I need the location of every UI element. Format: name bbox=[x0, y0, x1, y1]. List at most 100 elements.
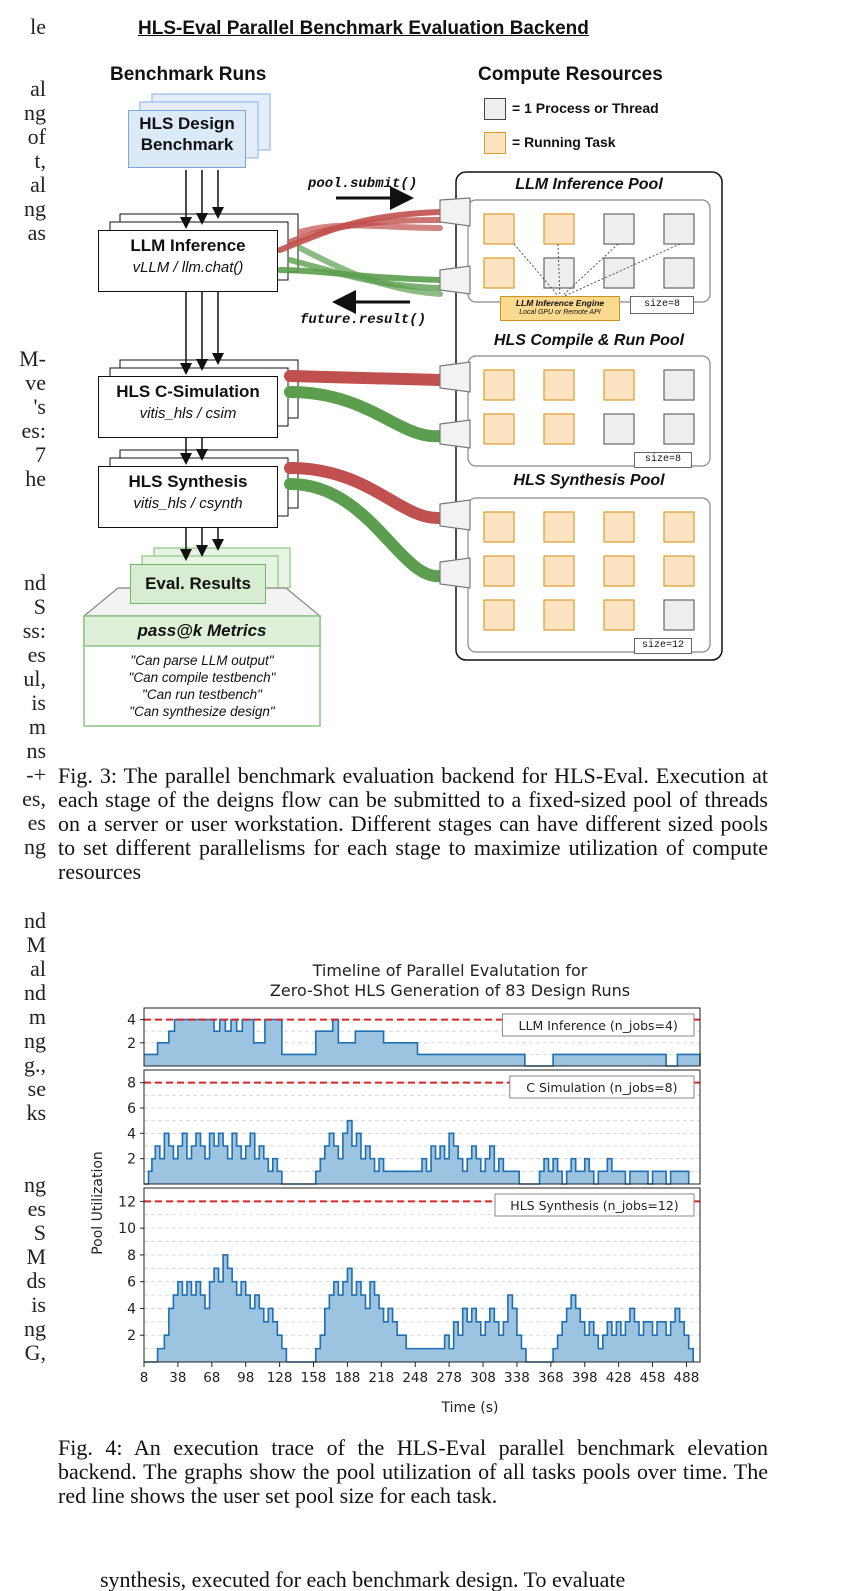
fig4-chart: Timeline of Parallel Evalutation for Zer… bbox=[90, 961, 701, 1416]
legend-label: LLM Inference (n_jobs=4) bbox=[519, 1018, 678, 1033]
engine-label: LLM Inference Engine bbox=[515, 298, 605, 308]
legend-label: C Simulation (n_jobs=8) bbox=[526, 1080, 677, 1095]
xtick-label: 38 bbox=[169, 1370, 186, 1386]
left-fragment: le bbox=[30, 14, 46, 39]
llm-inference-stage: LLM Inference vLLM / llm.chat() bbox=[98, 230, 278, 292]
ytick-label: 2 bbox=[127, 1036, 136, 1052]
xtick-label: 68 bbox=[203, 1370, 220, 1386]
xtick-label: 398 bbox=[572, 1370, 598, 1386]
left-fragment: es bbox=[27, 642, 46, 667]
xtick-label: 428 bbox=[606, 1370, 632, 1386]
left-fragment: se bbox=[27, 1076, 46, 1101]
ytick-label: 8 bbox=[127, 1076, 136, 1092]
series-line bbox=[144, 1119, 690, 1185]
left-fragment: as bbox=[27, 220, 46, 245]
left-fragment: ss: bbox=[22, 618, 46, 643]
xtick-label: 308 bbox=[470, 1370, 496, 1386]
stage-subtitle: vLLM / llm.chat() bbox=[132, 259, 244, 276]
left-fragment: g., bbox=[24, 1052, 46, 1077]
chart-title-line1: Timeline of Parallel Evalutation for bbox=[312, 961, 588, 980]
metrics-title: pass@k Metrics bbox=[137, 621, 267, 640]
task-bands bbox=[277, 209, 446, 582]
flow-arrows bbox=[180, 170, 224, 561]
left-fragment: es: bbox=[21, 418, 46, 443]
left-fragment: al bbox=[30, 76, 46, 101]
left-fragment: ng bbox=[24, 1316, 46, 1341]
llm-engine-box: LLM Inference Engine Local GPU or Remote… bbox=[500, 296, 620, 321]
eval-results-label: Eval. Results bbox=[145, 574, 251, 593]
xtick-label: 458 bbox=[640, 1370, 666, 1386]
xtick-label: 278 bbox=[436, 1370, 462, 1386]
panel-frame bbox=[143, 1069, 701, 1185]
left-fragment: M- bbox=[19, 346, 46, 371]
stage-title: HLS Synthesis bbox=[128, 472, 248, 491]
metric-item: "Can run testbench" bbox=[142, 687, 262, 702]
stage-title: LLM Inference bbox=[130, 236, 246, 255]
csim-pool-title: HLS Compile & Run Pool bbox=[493, 332, 685, 349]
left-fragment: nd bbox=[24, 570, 46, 595]
benchmark-runs-header: Benchmark Runs bbox=[110, 64, 267, 85]
design-box-line2: Benchmark bbox=[140, 135, 234, 154]
ytick-label: 12 bbox=[118, 1194, 136, 1210]
ytick-label: 2 bbox=[127, 1152, 136, 1168]
stage-subtitle: vitis_hls / csynth bbox=[133, 495, 243, 512]
ytick-label: 2 bbox=[127, 1328, 136, 1344]
xtick-label: 158 bbox=[301, 1370, 327, 1386]
xtick-label: 488 bbox=[674, 1370, 700, 1386]
left-fragment: m bbox=[28, 714, 46, 739]
left-fragment: t, bbox=[34, 148, 46, 173]
stage-subtitle: vitis_hls / csim bbox=[139, 405, 237, 422]
ytick-label: 10 bbox=[118, 1221, 136, 1237]
left-fragment: es bbox=[27, 1196, 46, 1221]
left-fragment: M bbox=[26, 932, 46, 957]
llm-pool-cells bbox=[483, 213, 695, 299]
future-result-label: future.result() bbox=[300, 312, 427, 328]
metrics-list: "Can parse LLM output" "Can compile test… bbox=[84, 652, 320, 720]
metrics-header-bg bbox=[83, 615, 321, 647]
xtick-label: 248 bbox=[402, 1370, 428, 1386]
panel-legend: LLM Inference (n_jobs=4) bbox=[501, 1013, 695, 1037]
left-fragment: -+ bbox=[26, 762, 46, 787]
xtick-label: 188 bbox=[335, 1370, 361, 1386]
left-fragment: S bbox=[33, 1220, 46, 1245]
pool-submit-label: pool.submit() bbox=[308, 176, 418, 192]
legend-running-swatch bbox=[484, 132, 506, 154]
left-fragment: nd bbox=[24, 908, 46, 933]
left-fragment: 7 bbox=[35, 442, 46, 467]
ytick-label: 8 bbox=[127, 1248, 136, 1264]
design-box-line1: HLS Design bbox=[139, 114, 235, 133]
legend-running-label: = Running Task bbox=[512, 134, 616, 150]
legend-box bbox=[501, 1013, 695, 1037]
engine-sublabel: Local GPU or Remote API bbox=[519, 309, 601, 316]
left-fragment: ds bbox=[26, 1268, 46, 1293]
panel-legend: HLS Synthesis (n_jobs=12) bbox=[494, 1193, 695, 1217]
xtick-label: 128 bbox=[267, 1370, 293, 1386]
left-fragment: 's bbox=[33, 394, 46, 419]
metric-item: "Can compile testbench" bbox=[128, 670, 276, 685]
ytick-label: 6 bbox=[127, 1101, 136, 1117]
llm-pool-title: LLM Inference Pool bbox=[515, 176, 663, 193]
csim-pool-size: size=8 bbox=[634, 452, 692, 468]
left-fragment: ng bbox=[24, 1172, 46, 1197]
left-fragment: ng bbox=[24, 100, 46, 125]
left-fragment: nd bbox=[24, 980, 46, 1005]
series-line bbox=[144, 1254, 695, 1363]
legend-label: HLS Synthesis (n_jobs=12) bbox=[510, 1198, 678, 1213]
left-fragment: ks bbox=[26, 1100, 46, 1125]
left-fragment: ve bbox=[25, 370, 46, 395]
design-benchmark-box: HLS Design Benchmark bbox=[128, 110, 246, 168]
left-fragment: of bbox=[27, 124, 46, 149]
series-line bbox=[144, 1018, 701, 1067]
panel-frame bbox=[143, 1187, 701, 1363]
series-area bbox=[144, 1120, 689, 1184]
xtick-label: 218 bbox=[368, 1370, 394, 1386]
chart-title-line2: Zero-Shot HLS Generation of 83 Design Ru… bbox=[270, 981, 630, 1000]
left-fragment: ng bbox=[24, 196, 46, 221]
eval-results-box: Eval. Results bbox=[130, 564, 266, 604]
legend-box bbox=[509, 1075, 695, 1099]
fig3-caption: Fig. 3: The parallel benchmark evaluatio… bbox=[58, 763, 768, 884]
compute-frame bbox=[455, 171, 723, 661]
left-fragment: al bbox=[30, 956, 46, 981]
